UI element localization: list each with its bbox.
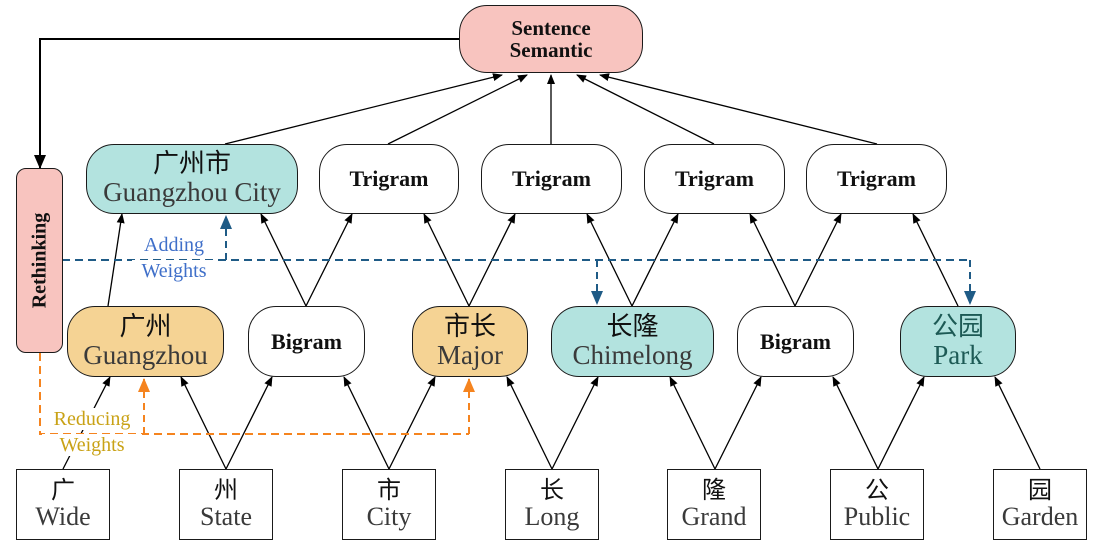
char-node-public: 公 Public: [830, 469, 924, 540]
edge-c2-b1: [180, 376, 227, 470]
char-en: Grand: [681, 502, 747, 532]
char-zh: 州: [214, 476, 238, 505]
bigram-node: Bigram: [248, 306, 365, 377]
bigram-node: Bigram: [737, 306, 854, 377]
bigram-en: Park: [933, 339, 983, 370]
char-node-grand: 隆 Grand: [667, 469, 761, 540]
edge-c6-b6: [877, 376, 925, 470]
edge-c5-b5: [714, 376, 762, 470]
trigram-node: Trigram: [806, 144, 947, 214]
trigram-en: Guangzhou City: [103, 177, 281, 208]
bigram-en: Major: [437, 339, 503, 370]
bigram-zh: 市长: [443, 311, 496, 342]
char-en: State: [200, 502, 252, 532]
edge-c7-b6: [994, 376, 1041, 470]
char-en: City: [366, 502, 412, 532]
adding-weights-label: Adding Weights: [132, 234, 216, 282]
sentence-line2: Semantic: [509, 38, 593, 62]
edge-c4-b4: [551, 376, 599, 470]
char-zh: 市: [377, 476, 401, 505]
edge-trigram5-sentence: [599, 73, 878, 145]
bigram-zh: 公园: [931, 311, 984, 342]
edge-b4-t4: [631, 213, 679, 307]
char-node-state: 州 State: [179, 469, 273, 540]
edge-trigram1-sentence: [224, 73, 503, 145]
char-node-long: 长 Long: [505, 469, 599, 540]
bigram-en: Guangzhou: [83, 339, 208, 370]
bigram-node-major: 市长 Major: [412, 306, 528, 377]
feedback-edge: [34, 38, 460, 169]
bigram-label: Bigram: [271, 328, 342, 354]
char-node-garden: 园 Garden: [993, 469, 1087, 540]
bigram-label: Bigram: [760, 328, 831, 354]
edge-c3-b2: [343, 376, 390, 470]
edge-c6-b5: [832, 376, 879, 470]
trigram-node: Trigram: [319, 144, 459, 214]
trigram-node: Trigram: [481, 144, 622, 214]
adding-line1: Adding: [132, 234, 216, 256]
reducing-weights-label: Reducing Weights: [42, 408, 142, 456]
edge-b5-t4: [749, 213, 796, 307]
char-zh: 隆: [702, 476, 726, 505]
bigram-node-guangzhou: 广州 Guangzhou: [67, 306, 224, 377]
char-en: Wide: [35, 502, 91, 532]
char-en: Long: [524, 502, 580, 532]
sentence-semantic-node: Sentence Semantic: [459, 5, 643, 73]
char-node-wide: 广 Wide: [16, 469, 110, 540]
sentence-line1: Sentence: [511, 15, 591, 40]
trigram-node-guangzhou-city: 广州市 Guangzhou City: [86, 144, 298, 214]
reducing-weights-line: [39, 353, 469, 435]
edge-trigram2-sentence: [387, 74, 528, 145]
reducing-line1: Reducing: [42, 408, 142, 430]
bigram-en: Chimelong: [572, 339, 693, 370]
rethinking-node: Rethinking: [16, 168, 63, 353]
edge-c3-b3: [388, 376, 436, 470]
bigram-node-park: 公园 Park: [900, 306, 1016, 377]
edge-c2-b2: [225, 376, 273, 470]
trigram-label: Trigram: [349, 166, 429, 192]
edge-c5-b4: [669, 376, 716, 470]
char-en: Garden: [1001, 502, 1079, 532]
reducing-line2: Weights: [42, 434, 142, 456]
trigram-label: Trigram: [836, 166, 916, 192]
bigram-node-chimelong: 长隆 Chimelong: [551, 306, 714, 377]
bigram-zh: 长隆: [606, 311, 659, 342]
trigram-label: Trigram: [674, 166, 754, 192]
trigram-zh: 广州市: [152, 149, 231, 180]
trigram-node: Trigram: [644, 144, 785, 214]
bigram-zh: 广州: [119, 311, 172, 342]
edge-trigram4-sentence: [576, 74, 715, 145]
char-zh: 公: [865, 476, 889, 505]
adding-line2: Weights: [132, 260, 216, 282]
char-zh: 园: [1028, 476, 1052, 505]
char-node-city: 市 City: [342, 469, 436, 540]
trigram-label: Trigram: [511, 166, 591, 192]
char-zh: 长: [540, 476, 564, 505]
char-zh: 广: [51, 476, 75, 505]
rethinking-label: Rethinking: [28, 212, 50, 309]
edge-c4-b3: [506, 376, 553, 470]
char-en: Public: [843, 502, 911, 532]
